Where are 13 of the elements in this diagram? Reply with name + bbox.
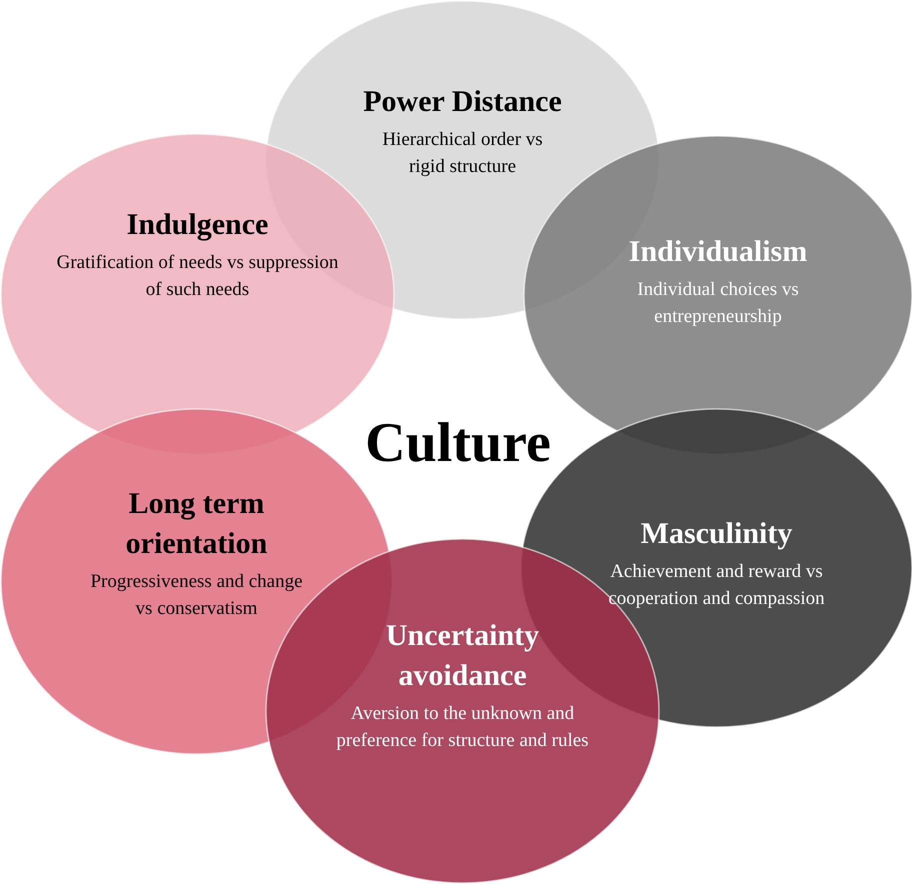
- circle-description: Hierarchical order vs rigid structure: [381, 128, 544, 179]
- circle-title: Power Distance: [362, 84, 563, 120]
- circle-description: Progressiveness and change vs conservatism: [89, 570, 304, 621]
- circle-title: Indulgence: [126, 207, 270, 243]
- circle-title: Individualism: [628, 234, 808, 270]
- circle-title: Masculinity: [640, 516, 794, 552]
- circle-description: Achievement and reward vs cooperation and compassion: [607, 560, 826, 611]
- circle-description: Gratification of needs vs suppression of such needs: [56, 251, 340, 302]
- circle-description: Aversion to the unknown and preference for structure and rules: [335, 702, 590, 753]
- circle-description: Individual choices vs entrepreneurship: [636, 278, 800, 329]
- center-label: Culture: [364, 411, 552, 476]
- circle-title: Long term orientation: [124, 486, 268, 562]
- circle-title: Uncertainty avoidance: [384, 618, 540, 694]
